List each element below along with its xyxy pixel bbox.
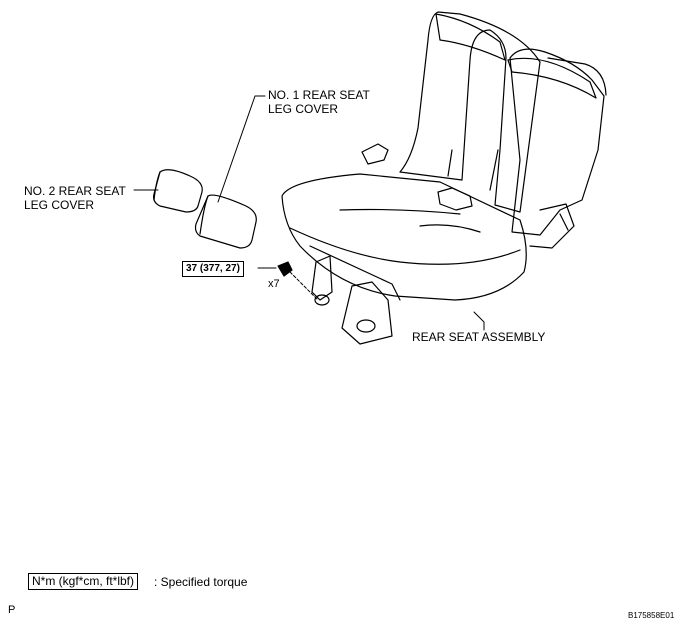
rear-seat-assembly-label: REAR SEAT ASSEMBLY <box>412 330 546 344</box>
seat-cushion <box>281 173 527 301</box>
no1-leg-cover-shape <box>194 194 257 249</box>
leader-no1 <box>217 95 266 203</box>
leader-assembly <box>473 311 485 331</box>
no2-label-line2: LEG COVER <box>24 198 95 212</box>
seatbelt-buckle <box>361 143 389 165</box>
bolt-count-label: x7 <box>268 278 280 290</box>
no1-label-line1: NO. 1 REAR SEAT <box>268 88 370 102</box>
no1-leg-cover-label: NO. 1 REAR SEAT LEG COVER <box>268 88 370 116</box>
seatback-right <box>509 48 605 236</box>
seatback-left <box>399 11 541 213</box>
bolt-icon <box>277 261 293 277</box>
no1-label-line2: LEG COVER <box>268 102 339 116</box>
seat-leg-front <box>311 255 333 301</box>
seat-leg-rear <box>341 281 393 345</box>
no2-label-line1: NO. 2 REAR SEAT <box>24 184 126 198</box>
torque-legend-description: : Specified torque <box>154 575 248 589</box>
corner-mark: P <box>8 604 16 616</box>
center-buckle <box>437 187 473 211</box>
no2-leg-cover-label: NO. 2 REAR SEAT LEG COVER <box>24 184 126 212</box>
no2-leg-cover-shape <box>153 169 203 213</box>
torque-value-box: 37 (377, 27) <box>182 261 244 277</box>
headrest-left <box>435 13 506 61</box>
figure-code: B175858E01 <box>628 611 675 620</box>
torque-unit-legend: N*m (kgf*cm, ft*lbf) <box>28 573 139 590</box>
headrest-right <box>507 57 597 99</box>
